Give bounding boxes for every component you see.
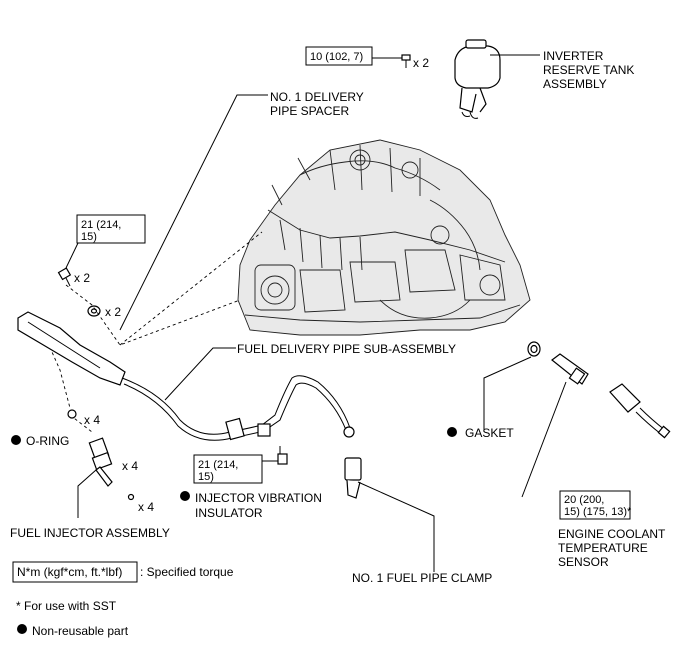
inverter-reserve-tank-illustration — [454, 39, 501, 119]
spacer-qty: x 2 — [105, 305, 121, 319]
delivery-bolt-torque-line2: 15) — [81, 231, 97, 243]
insulator-nonreusable-icon — [180, 491, 190, 501]
torque-unit-text: N*m (kgf*cm, ft.*lbf) — [17, 565, 122, 579]
gasket-label: GASKET — [465, 426, 514, 440]
torque-desc-text: : Specified torque — [140, 565, 234, 579]
sensor-torque-line2: 15) (175, 13)* — [564, 506, 632, 518]
sensor-label-line1: ENGINE COOLANT — [558, 527, 666, 541]
inverter-torque-box — [305, 46, 373, 66]
inverter-label-line1: INVERTER — [543, 49, 604, 63]
inverter-bolt-icon — [401, 54, 411, 68]
inverter-label-line3: ASSEMBLY — [543, 77, 607, 91]
inverter-bolt-qty: x 2 — [413, 56, 429, 70]
spacer-leader — [119, 94, 268, 331]
coolant-sensor-icon — [551, 353, 671, 439]
fuel-pipe-clamp-icon — [344, 457, 362, 499]
insulator-icon — [127, 493, 135, 501]
clamp-label: NO. 1 FUEL PIPE CLAMP — [352, 571, 492, 585]
sensor-label-line2: TEMPERATURE — [558, 541, 648, 555]
spacer-icon — [87, 305, 101, 317]
gasket-icon — [527, 341, 541, 357]
sensor-leader — [521, 381, 567, 498]
inverter-torque-value: 10 (102, 7) — [310, 51, 363, 63]
spacer-label-line2: PIPE SPACER — [270, 104, 349, 118]
injector-label: FUEL INJECTOR ASSEMBLY — [10, 526, 170, 540]
sensor-torque-box — [559, 490, 631, 520]
torque-unit-box — [12, 561, 138, 583]
legend: N*m (kgf*cm, ft.*lbf) : Specified torque… — [12, 561, 234, 638]
pipe-bolt-torque-line2: 15) — [198, 471, 214, 483]
o-ring-label: O-RING — [26, 434, 69, 448]
sst-note-text: * For use with SST — [16, 599, 117, 613]
spacer-label-line1: NO. 1 DELIVERY — [270, 90, 364, 104]
clamp-leader — [357, 481, 435, 572]
pipe-bolt-icon — [277, 446, 288, 465]
injector-qty: x 4 — [122, 459, 138, 473]
insulator-qty: x 4 — [138, 500, 154, 514]
non-reusable-text: Non-reusable part — [32, 624, 129, 638]
delivery-bolt-icon — [57, 267, 72, 287]
delivery-bolt-torque-box — [76, 214, 146, 244]
sensor-label-line3: SENSOR — [558, 555, 609, 569]
insulator-label-line1: INJECTOR VIBRATION — [195, 491, 322, 505]
pipe-bolt-torque-line1: 21 (214, — [198, 459, 238, 471]
delivery-bolt-qty: x 2 — [74, 271, 90, 285]
sensor-torque-line1: 20 (200, — [564, 494, 604, 506]
non-reusable-icon — [17, 624, 27, 634]
gasket-leader — [483, 356, 532, 430]
pipe-bolt-torque-box — [193, 454, 263, 484]
delivery-bolt-torque-line1: 21 (214, — [81, 219, 121, 231]
injector-leader — [77, 469, 97, 518]
fuel-delivery-leader — [164, 347, 236, 401]
gasket-nonreusable-icon — [447, 427, 457, 437]
o-ring-icon — [67, 409, 77, 419]
fuel-delivery-label: FUEL DELIVERY PIPE SUB-ASSEMBLY — [237, 342, 456, 356]
fuel-delivery-pipe-illustration — [17, 311, 355, 441]
insulator-label-line2: INSULATOR — [195, 506, 263, 520]
o-ring-qty: x 4 — [84, 413, 100, 427]
o-ring-nonreusable-icon — [11, 435, 21, 445]
inverter-label-line2: RESERVE TANK — [543, 63, 634, 77]
fuel-injector-icon — [88, 437, 113, 487]
engine-illustration — [237, 139, 531, 336]
